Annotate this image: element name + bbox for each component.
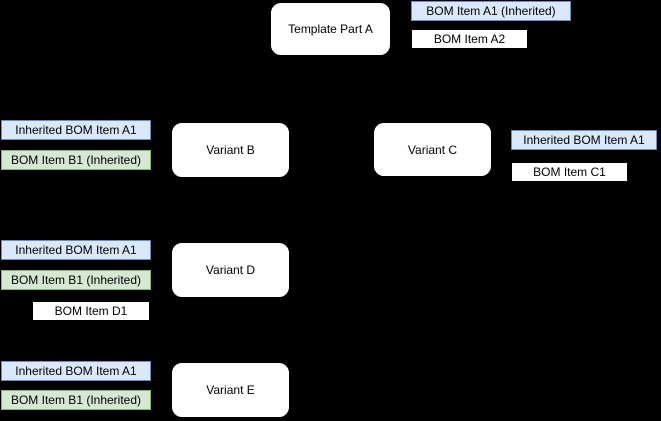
bom-label-a2: BOM Item A2 [411,29,528,49]
bom-label-e-b1-inherited: BOM Item B1 (Inherited) [1,390,151,410]
node-variant-c: Variant C [373,122,492,177]
bom-label-d-inherited-a1: Inherited BOM Item A1 [1,240,151,260]
node-variant-e: Variant E [171,362,290,418]
bom-label-b1-inherited: BOM Item B1 (Inherited) [1,150,151,170]
node-variant-d: Variant D [171,242,290,298]
bom-label-c1: BOM Item C1 [511,162,628,182]
node-variant-b: Variant B [171,122,290,178]
node-template-part-a: Template Part A [270,2,391,56]
bom-label-b-inherited-a1: Inherited BOM Item A1 [1,120,151,140]
bom-label-d1: BOM Item D1 [32,301,150,321]
bom-label-e-inherited-a1: Inherited BOM Item A1 [1,361,151,381]
bom-label-d-b1-inherited: BOM Item B1 (Inherited) [1,270,151,290]
bom-label-c-inherited-a1: Inherited BOM Item A1 [511,130,657,150]
bom-label-a1-inherited: BOM Item A1 (Inherited) [411,1,571,21]
